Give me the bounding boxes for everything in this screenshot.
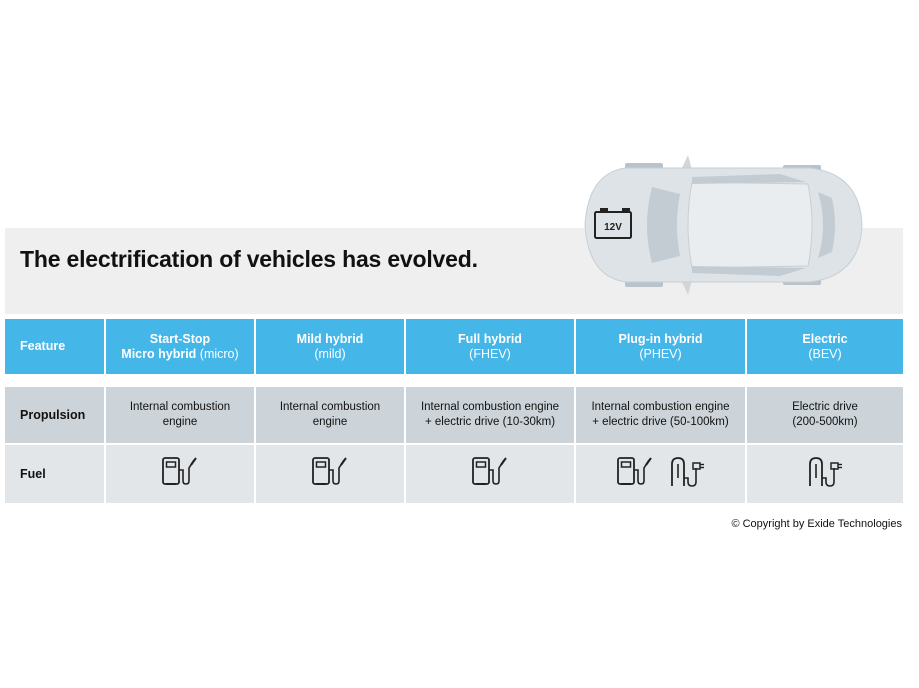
car-illustration: 12V — [584, 155, 863, 295]
fuel-cell — [106, 443, 256, 503]
battery-icon: 12V — [594, 208, 632, 239]
header-electric: Electric(BEV) — [747, 319, 903, 374]
header-plugin-hybrid: Plug-in hybrid(PHEV) — [576, 319, 747, 374]
comparison-table: Feature Start-Stop Micro hybrid (micro) … — [5, 319, 903, 503]
fuel-pump-icon — [616, 456, 654, 493]
table-row-fuel: Fuel — [5, 443, 903, 503]
propulsion-cell: Internal combustion engine+ electric dri… — [406, 387, 576, 443]
propulsion-cell: Internal combustion engine+ electric dri… — [576, 387, 747, 443]
row-label-propulsion: Propulsion — [5, 387, 106, 443]
fuel-cell — [256, 443, 406, 503]
fuel-pump-icon — [311, 456, 349, 493]
fuel-cell — [747, 443, 903, 503]
propulsion-cell: Electric drive(200-500km) — [747, 387, 903, 443]
header-full-hybrid: Full hybrid(FHEV) — [406, 319, 576, 374]
fuel-pump-icon — [471, 456, 509, 493]
header-mild-hybrid: Mild hybrid(mild) — [256, 319, 406, 374]
page-title: The electrification of vehicles has evol… — [20, 246, 478, 272]
svg-text:12V: 12V — [604, 222, 622, 233]
copyright-notice: © Copyright by Exide Technologies — [731, 518, 902, 530]
fuel-cell — [406, 443, 576, 503]
fuel-cell — [576, 443, 747, 503]
table-header-row: Feature Start-Stop Micro hybrid (micro) … — [5, 319, 903, 374]
charging-plug-icon — [668, 456, 706, 493]
fuel-pump-icon — [161, 456, 199, 493]
row-label-fuel: Fuel — [5, 443, 106, 503]
header-micro-hybrid: Start-Stop Micro hybrid (micro) — [106, 319, 256, 374]
charging-plug-icon — [806, 456, 844, 493]
header-feature: Feature — [5, 319, 106, 374]
